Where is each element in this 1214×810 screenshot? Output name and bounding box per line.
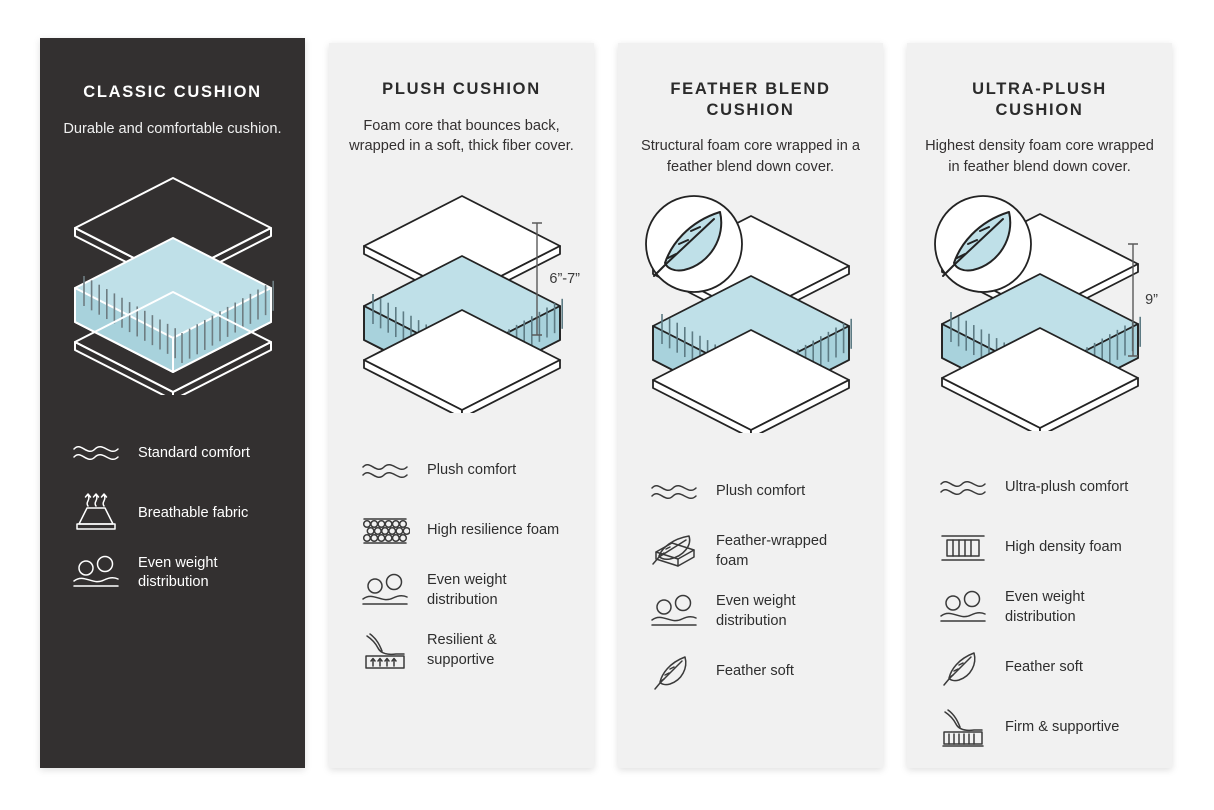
honeycomb-foam-icon xyxy=(359,511,411,551)
feature-item: High resilience foam xyxy=(359,511,576,551)
feature-label: Even weight distribution xyxy=(1005,589,1085,625)
feature-item: Even weight distribution xyxy=(359,571,576,611)
feather-icon xyxy=(937,648,989,688)
breathable-fabric-icon xyxy=(70,493,122,533)
wave-comfort-icon xyxy=(648,472,700,512)
feature-item: Even weight distribution xyxy=(648,592,865,632)
panel-description: Highest density foam core wrapped in fea… xyxy=(925,138,1154,175)
even-weight-distribution-icon xyxy=(937,588,989,628)
high-density-foam-icon xyxy=(937,528,989,568)
feature-label: Firm & supportive xyxy=(1005,719,1120,736)
feature-item: Ultra-plush comfort xyxy=(937,468,1154,508)
panel-title: PLUSH CUSHION xyxy=(382,80,541,98)
feature-item: Even weight distribution xyxy=(70,553,287,593)
resilient-support-icon xyxy=(359,631,411,671)
panel-title: FEATHER BLEND CUSHION xyxy=(670,80,831,119)
feature-item: Feather soft xyxy=(648,652,865,692)
feature-item: Even weight distribution xyxy=(937,588,1154,628)
feature-item: Plush comfort xyxy=(359,451,576,491)
cushion-panel[interactable]: ULTRA-PLUSH CUSHION Highest density foam… xyxy=(907,43,1172,768)
feature-item: Feather soft xyxy=(937,648,1154,688)
feature-item: Feather-wrapped foam xyxy=(648,532,865,572)
even-weight-distribution-icon xyxy=(359,571,411,611)
feature-item: Breathable fabric xyxy=(70,493,287,533)
feature-item: High density foam xyxy=(937,528,1154,568)
feature-label: Standard comfort xyxy=(138,444,250,461)
panel-description: Durable and comfortable cushion. xyxy=(63,120,282,137)
feature-list: Standard comfort Breathable fabric xyxy=(58,433,287,593)
feature-list: Plush comfort Feather-wrapped foam xyxy=(636,472,865,692)
wave-comfort-icon xyxy=(359,451,411,491)
feature-label: Feather-wrapped foam xyxy=(716,533,828,569)
feature-item: Resilient & supportive xyxy=(359,631,576,671)
feature-label: Plush comfort xyxy=(716,482,806,499)
feature-label: Even weight distribution xyxy=(138,554,218,591)
cushion-diagram xyxy=(58,157,287,407)
cushion-diagram: 9” xyxy=(925,194,1158,442)
panel-title: CLASSIC CUSHION xyxy=(83,83,262,101)
cushion-panel[interactable]: PLUSH CUSHION Foam core that bounces bac… xyxy=(329,43,594,768)
dimension-indicator: 9” xyxy=(1127,240,1158,360)
even-weight-distribution-icon xyxy=(648,592,700,632)
dimension-label: 9” xyxy=(1145,291,1158,308)
cushion-diagram: 6”-7” xyxy=(347,175,580,425)
feature-label: Even weight distribution xyxy=(716,593,796,629)
firm-support-icon xyxy=(937,708,989,748)
dimension-indicator: 6”-7” xyxy=(531,219,580,339)
cushion-panel[interactable]: CLASSIC CUSHION Durable and comfortable … xyxy=(40,38,305,768)
wave-comfort-icon xyxy=(937,468,989,508)
feature-label: Ultra-plush comfort xyxy=(1005,479,1129,496)
feature-item: Standard comfort xyxy=(70,433,287,473)
panel-title: ULTRA-PLUSH CUSHION xyxy=(972,80,1107,119)
feature-label: Breathable fabric xyxy=(138,504,249,521)
feature-label: Resilient & supportive xyxy=(427,632,497,669)
feature-label: Even weight distribution xyxy=(427,572,507,609)
feather-wrapped-foam-icon xyxy=(648,532,700,572)
feather-icon xyxy=(648,652,700,692)
wave-comfort-icon xyxy=(70,433,122,473)
feature-label: High resilience foam xyxy=(427,522,560,539)
dimension-label: 6”-7” xyxy=(549,271,580,288)
even-weight-distribution-icon xyxy=(70,553,122,593)
feature-label: Feather soft xyxy=(1005,659,1083,676)
panel-description: Structural foam core wrapped in a feathe… xyxy=(640,138,860,175)
cushion-diagram xyxy=(636,194,865,446)
feature-list: Plush comfort High resilience foam xyxy=(347,451,576,671)
feature-label: High density foam xyxy=(1005,539,1122,556)
feature-label: Plush comfort xyxy=(427,462,517,479)
feature-item: Firm & supportive xyxy=(937,708,1154,748)
feature-list: Ultra-plush comfort High density foam xyxy=(925,468,1154,748)
cushion-panel[interactable]: FEATHER BLEND CUSHION Structural foam co… xyxy=(618,43,883,768)
panel-description: Foam core that bounces back, wrapped in … xyxy=(349,117,574,155)
feature-item: Plush comfort xyxy=(648,472,865,512)
feature-label: Feather soft xyxy=(716,662,794,679)
